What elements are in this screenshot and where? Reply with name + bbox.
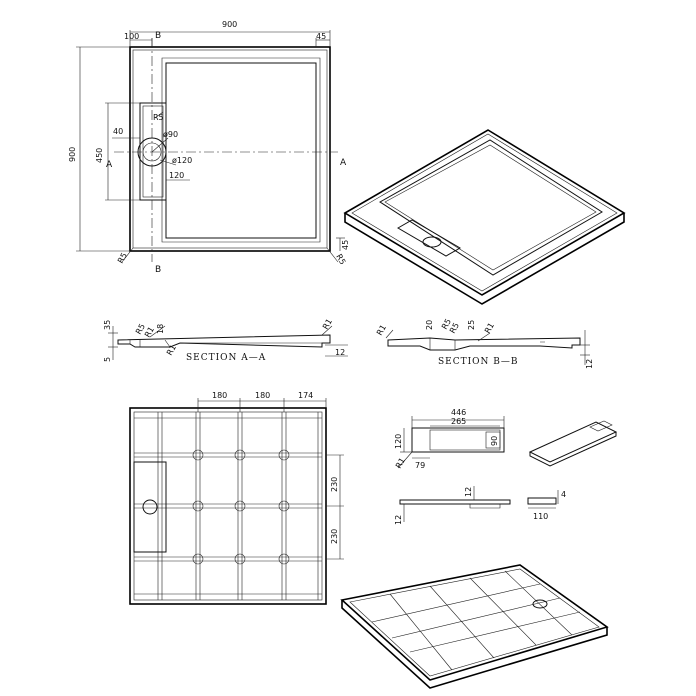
dim-20: 20: [425, 320, 434, 330]
drain-cover-details: 446 265 120 90 R1 79 12 12 4 110: [394, 408, 618, 525]
cover-profile: [399, 499, 511, 505]
dim-230-b: 230: [330, 529, 339, 544]
radius-r1-aa-b: R1: [165, 343, 178, 357]
dim-18: 18: [156, 324, 165, 334]
dim-12-cover-b: 12: [464, 487, 473, 497]
section-bb-title: SECTION B—B: [438, 357, 519, 367]
dim-12-aa: 12: [335, 348, 345, 357]
section-mark-a-right: A: [340, 158, 347, 168]
tray-basin: [165, 62, 317, 239]
iso-tray-outline: [343, 129, 626, 296]
radius-r1-cover: R1: [394, 456, 407, 470]
dim-45-right: 45: [341, 240, 350, 250]
dim-79: 79: [415, 461, 425, 470]
tray-outline: [129, 46, 331, 252]
dim-180-a: 180: [212, 391, 227, 400]
dim-5: 5: [103, 357, 112, 362]
bottom-drain-hole: [142, 499, 158, 515]
dim-height-900: 900: [68, 147, 77, 162]
dia-120: ø120: [172, 156, 192, 165]
bottom-drain-channel: [133, 461, 167, 553]
dim-120-cover: 120: [394, 434, 403, 449]
section-bb: R1 20 R5 R5 25 R1 12 SECTION B—B: [375, 317, 594, 369]
isometric-bottom-view: [340, 564, 609, 689]
dim-width-900: 900: [222, 20, 237, 29]
dim-180-b: 180: [255, 391, 270, 400]
dia-90: ø90: [163, 130, 178, 139]
top-plan-view: 900 100 45 900 450 40 120 R5 ø90 ø120 45…: [68, 20, 350, 275]
iso-drain-hole: [422, 236, 442, 248]
section-bb-profile: [387, 337, 581, 351]
dim-12-cover-a: 12: [394, 515, 403, 525]
isometric-top-view: [343, 129, 626, 305]
radius-r5-bottom-right: R5: [334, 253, 347, 267]
section-mark-b-top: B: [155, 31, 161, 41]
dim-35: 35: [103, 320, 112, 330]
bottom-plan-view: 180 180 174 230 230: [129, 391, 344, 605]
dim-265: 265: [451, 417, 466, 426]
dim-25: 25: [467, 320, 476, 330]
radius-r5-drain: R5: [153, 113, 164, 122]
section-mark-a-left: A: [106, 160, 113, 170]
dim-90-cover: 90: [490, 436, 499, 446]
dim-12-bb: 12: [585, 359, 594, 369]
dim-446: 446: [451, 408, 466, 417]
radius-r1-bb-b: R1: [483, 321, 496, 335]
radius-r1-bb-a: R1: [375, 323, 388, 337]
bottom-outline: [129, 407, 327, 605]
dim-100: 100: [124, 32, 139, 41]
dim-230-a: 230: [330, 477, 339, 492]
dim-45-top: 45: [316, 32, 326, 41]
cover-end-detail: [527, 497, 557, 505]
section-aa-title: SECTION A—A: [186, 353, 266, 363]
radius-r5-bottom-left: R5: [116, 251, 129, 265]
dim-120: 120: [169, 171, 184, 180]
cover-plan: [411, 427, 505, 453]
section-mark-b-bottom: B: [155, 265, 161, 275]
radius-r1-aa-c: R1: [321, 317, 334, 331]
dim-40: 40: [113, 127, 123, 136]
dim-4: 4: [561, 490, 566, 499]
dim-450: 450: [95, 148, 104, 163]
iso-bottom-drain: [532, 599, 548, 609]
section-aa: 35 5 R5 R1 18 R1 R1 12 SECTION A—A: [103, 317, 348, 363]
dim-110: 110: [533, 512, 548, 521]
dim-174: 174: [298, 391, 313, 400]
